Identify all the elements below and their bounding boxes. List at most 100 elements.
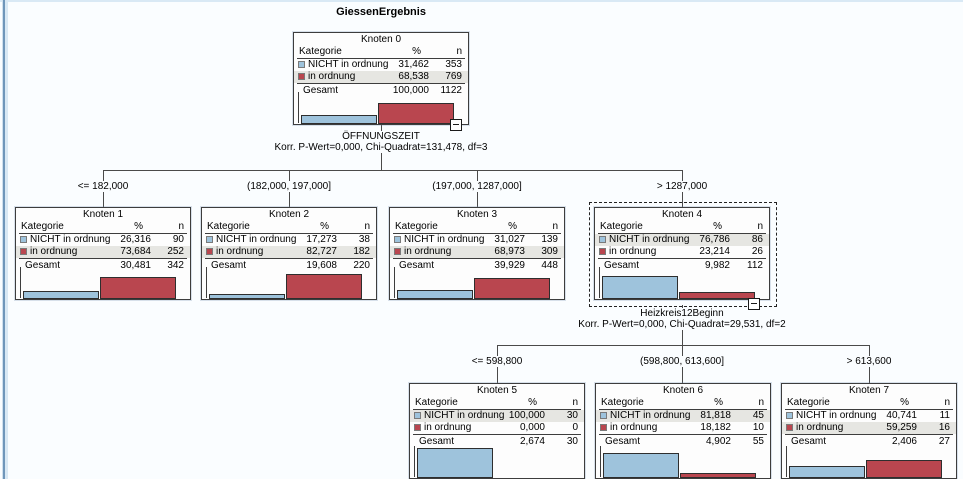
category-label: NICHT in ordnung bbox=[796, 410, 877, 421]
category-percent: 17,273 bbox=[306, 234, 337, 245]
total-label: Gesamt bbox=[211, 260, 247, 271]
branch-label: > 1287,000 bbox=[653, 181, 711, 192]
header-kategorie: Kategorie bbox=[207, 221, 250, 232]
category-percent: 0,000 bbox=[519, 422, 545, 433]
tree-node-4[interactable]: Knoten 4 Kategorie % n NICHT in ordnung … bbox=[594, 207, 770, 300]
node-table-header: Kategorie % n bbox=[599, 397, 767, 410]
tree-node-0[interactable]: Knoten 0 Kategorie % n NICHT in ordnung … bbox=[293, 32, 469, 125]
node-table-header: Kategorie % n bbox=[393, 221, 561, 234]
red-category-swatch-icon bbox=[786, 424, 793, 431]
total-percent: 9,982 bbox=[704, 260, 730, 271]
node-title: Knoten 2 bbox=[268, 209, 310, 220]
blue-category-swatch-icon bbox=[206, 236, 213, 243]
node-table-header: Kategorie % n bbox=[785, 397, 953, 410]
tree-node-3[interactable]: Knoten 3 Kategorie % n NICHT in ordnung … bbox=[389, 207, 565, 300]
bar-in-ordnung bbox=[474, 278, 550, 299]
category-percent: 31,027 bbox=[494, 234, 525, 245]
selection-marquee bbox=[589, 202, 777, 307]
window-edge-left bbox=[3, 0, 5, 479]
bar-nicht-in-ordnung bbox=[602, 276, 678, 299]
blue-category-swatch-icon bbox=[599, 236, 606, 243]
total-percent: 2,406 bbox=[891, 436, 917, 447]
node-bar-chart bbox=[410, 446, 584, 478]
category-label: NICHT in ordnung bbox=[30, 234, 111, 245]
tree-node-6[interactable]: Knoten 6 Kategorie % n NICHT in ordnung … bbox=[595, 383, 771, 479]
node-title: Knoten 0 bbox=[360, 34, 402, 45]
row-divider bbox=[413, 434, 581, 435]
category-percent: 81,818 bbox=[700, 410, 731, 421]
branch-label: <= 182,000 bbox=[74, 181, 132, 192]
total-count: 55 bbox=[752, 436, 764, 447]
header-kategorie: Kategorie bbox=[415, 397, 458, 408]
row-divider bbox=[598, 258, 766, 259]
category-count: 11 bbox=[939, 410, 950, 421]
category-row: NICHT in ordnung 26,316 90 bbox=[16, 234, 190, 246]
category-row: in ordnung 18,182 10 bbox=[596, 422, 770, 434]
branch-label: > 613,600 bbox=[843, 356, 895, 367]
bar-nicht-in-ordnung bbox=[789, 466, 865, 478]
blue-category-swatch-icon bbox=[414, 412, 421, 419]
bar-nicht-in-ordnung bbox=[209, 294, 285, 299]
total-percent: 19,608 bbox=[306, 260, 337, 271]
category-count: 0 bbox=[572, 422, 578, 433]
chart-axis bbox=[206, 267, 207, 298]
category-row: NICHT in ordnung 31,462 353 bbox=[294, 59, 468, 71]
total-count: 27 bbox=[938, 436, 950, 447]
collapse-node-0-button[interactable] bbox=[450, 119, 462, 131]
collapse-node-4-button[interactable] bbox=[748, 298, 760, 310]
total-percent: 30,481 bbox=[120, 260, 151, 271]
chart-axis bbox=[298, 92, 299, 123]
category-count: 139 bbox=[541, 234, 558, 245]
category-count: 38 bbox=[358, 234, 370, 245]
category-count: 86 bbox=[751, 234, 763, 245]
category-label: in ordnung bbox=[609, 246, 657, 257]
category-row: NICHT in ordnung 31,027 139 bbox=[390, 234, 564, 246]
total-row: Gesamt 4,902 55 bbox=[596, 435, 770, 448]
category-label: in ordnung bbox=[796, 422, 844, 433]
category-row: NICHT in ordnung 40,741 11 bbox=[782, 410, 956, 422]
category-label: NICHT in ordnung bbox=[610, 410, 691, 421]
header-kategorie: Kategorie bbox=[600, 221, 643, 232]
category-row: NICHT in ordnung 76,786 86 bbox=[595, 234, 769, 246]
split-variable-name: ÖFFNUNGSZEIT bbox=[342, 131, 420, 142]
connector-line bbox=[497, 345, 870, 346]
bar-nicht-in-ordnung bbox=[417, 448, 493, 478]
header-n: n bbox=[364, 221, 370, 232]
bar-in-ordnung bbox=[866, 460, 942, 478]
category-percent: 23,214 bbox=[699, 246, 730, 257]
tree-node-1[interactable]: Knoten 1 Kategorie % n NICHT in ordnung … bbox=[15, 207, 191, 300]
category-count: 45 bbox=[752, 410, 764, 421]
total-percent: 39,929 bbox=[494, 260, 525, 271]
category-label: in ordnung bbox=[216, 246, 264, 257]
branch-label: (598,800, 613,600] bbox=[637, 356, 727, 367]
category-label: NICHT in ordnung bbox=[216, 234, 297, 245]
node-title: Knoten 3 bbox=[456, 209, 498, 220]
category-percent: 31,462 bbox=[398, 59, 429, 70]
tree-node-2[interactable]: Knoten 2 Kategorie % n NICHT in ordnung … bbox=[201, 207, 377, 300]
minus-icon bbox=[751, 303, 757, 304]
row-divider bbox=[19, 258, 187, 259]
total-count: 448 bbox=[541, 260, 558, 271]
red-category-swatch-icon bbox=[20, 248, 27, 255]
node-table-header: Kategorie % n bbox=[598, 221, 766, 234]
total-count: 112 bbox=[747, 260, 763, 271]
node-table-header: Kategorie % n bbox=[297, 46, 465, 59]
row-divider bbox=[785, 434, 953, 435]
header-n: n bbox=[178, 221, 184, 232]
node-table-header: Kategorie % n bbox=[413, 397, 581, 410]
split-block-oeffnungszeit: ÖFFNUNGSZEIT Korr. P-Wert=0,000, Chi-Qua… bbox=[270, 131, 492, 153]
tree-node-7[interactable]: Knoten 7 Kategorie % n NICHT in ordnung … bbox=[781, 383, 957, 479]
node-title: Knoten 4 bbox=[661, 209, 703, 220]
total-count: 220 bbox=[353, 260, 370, 271]
category-row: NICHT in ordnung 100,000 30 bbox=[410, 410, 584, 422]
total-count: 30 bbox=[566, 436, 578, 447]
total-row: Gesamt 39,929 448 bbox=[390, 259, 564, 272]
header-kategorie: Kategorie bbox=[299, 46, 342, 57]
node-table-header: Kategorie % n bbox=[19, 221, 187, 234]
total-row: Gesamt 19,608 220 bbox=[202, 259, 376, 272]
category-label: in ordnung bbox=[308, 71, 356, 82]
tree-node-5[interactable]: Knoten 5 Kategorie % n NICHT in ordnung … bbox=[409, 383, 585, 479]
red-category-swatch-icon bbox=[599, 248, 606, 255]
branch-label: (197,000, 1287,000] bbox=[429, 181, 525, 192]
red-category-swatch-icon bbox=[414, 424, 421, 431]
